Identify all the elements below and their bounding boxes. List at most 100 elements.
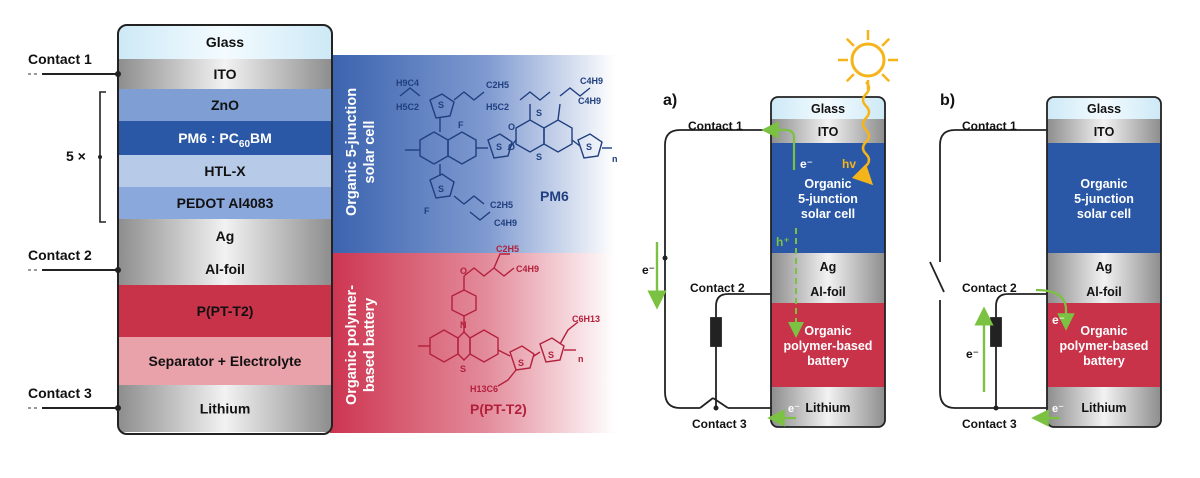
svg-text:S: S: [536, 108, 542, 118]
left-layer-3: [118, 121, 332, 155]
left-layer-9: [118, 337, 332, 385]
panelA-layer-2: [771, 143, 885, 253]
sun-ray: [845, 73, 855, 83]
left-contact-2: Contact 2: [28, 247, 121, 273]
pm6-name: PM6: [540, 188, 569, 204]
solar-label-line2: solar cell: [362, 121, 378, 184]
ppt-labels: C2H5 C4H9 O N S S S C6H13 H13C6 n: [460, 244, 600, 394]
solar-label-line1: Organic 5-junction: [344, 88, 360, 216]
panelB-label-7: Organic: [1080, 324, 1127, 338]
panel-a-tag: a): [663, 92, 677, 109]
svg-text:C4H9: C4H9: [580, 76, 603, 86]
left-layer-8: [118, 285, 332, 337]
panelB-layer-6: [1047, 387, 1161, 427]
panel-a-hole-label: h⁺: [776, 235, 790, 249]
photon-wave: [851, 81, 874, 186]
panelB-label-8: polymer-based: [1060, 339, 1149, 353]
left-contact-1: Contact 1: [28, 51, 121, 77]
svg-text:C2H5: C2H5: [490, 200, 513, 210]
svg-text:O: O: [508, 142, 515, 152]
battery-band: [330, 253, 615, 433]
panel-b-lithium-electron: e⁻: [1052, 403, 1064, 415]
sun-ray: [881, 37, 891, 47]
left-layer-10: [118, 385, 332, 432]
left-layer-label-1: ITO: [213, 66, 236, 82]
panel-a-node2: [713, 405, 719, 411]
panel-b-stack: [1047, 97, 1161, 427]
contact-1-label: Contact 1: [28, 51, 92, 67]
svg-text:C2H5: C2H5: [486, 80, 509, 90]
left-layer-label-8: P(PT-T2): [197, 303, 254, 319]
repeat-label: 5 ×: [66, 148, 86, 164]
left-layer-2: [118, 89, 332, 121]
panelA-label-7: Organic: [804, 324, 851, 338]
panel-a-node: [662, 255, 668, 261]
panel-b-circuit: [929, 129, 1047, 409]
left-layer-label-5: PEDOT Al4083: [177, 195, 274, 211]
panel-b-arrows: e⁻ e⁻ e⁻: [966, 288, 1075, 427]
svg-text:S: S: [548, 350, 554, 360]
panelA-label-1: ITO: [818, 125, 839, 139]
svg-text:O: O: [508, 122, 515, 132]
panelA-label-4: solar cell: [801, 207, 855, 221]
sun-ray: [845, 37, 855, 47]
panel-b-contact-3: Contact 3: [962, 417, 1017, 431]
panelA-layer-6: [771, 387, 885, 427]
photon-label: hv: [842, 157, 856, 171]
left-layer-label-3: PM6 : PC60BM: [178, 130, 272, 150]
pm6-labels: H9C4 H5C2 C2H5 H5C2 C4H9 C4H9 C2H5 C4H9 …: [396, 76, 618, 228]
svg-text:C4H9: C4H9: [516, 264, 539, 274]
left-stack-frame: [117, 24, 333, 435]
panelA-label-8: polymer-based: [784, 339, 873, 353]
ppt-name: P(PT-T2): [470, 401, 527, 417]
panel-b-tag: b): [940, 92, 955, 109]
svg-text:H13C6: H13C6: [470, 384, 498, 394]
bracket-dot: [98, 155, 102, 159]
panelA-label-9: battery: [807, 354, 849, 368]
svg-text:S: S: [438, 184, 444, 194]
panel-b-frame: [1046, 96, 1162, 428]
left-layer-label-4: HTL-X: [204, 163, 246, 179]
panelB-label-3: 5-junction: [1074, 192, 1134, 206]
contact-2-label: Contact 2: [28, 247, 92, 263]
panel-b-alfoil-electron: e⁻: [1052, 313, 1065, 327]
panelA-layer-4: [771, 279, 885, 303]
svg-text:N: N: [460, 320, 467, 330]
svg-text:H5C2: H5C2: [396, 102, 419, 112]
panel-b-contact-2: Contact 2: [962, 281, 1017, 295]
panel-a-contact-3: Contact 3: [692, 417, 747, 431]
left-layer-label-7: Al-foil: [205, 261, 245, 277]
sun-ray: [881, 73, 891, 83]
panelA-label-3: 5-junction: [798, 192, 858, 206]
contact-3-label: Contact 3: [28, 385, 92, 401]
svg-text:H5C2: H5C2: [486, 102, 509, 112]
left-layer-label-10: Lithium: [200, 401, 251, 417]
left-layer-4: [118, 155, 332, 187]
svg-text:S: S: [496, 142, 502, 152]
panelB-label-4: solar cell: [1077, 207, 1131, 221]
panelB-layer-3: [1047, 253, 1161, 279]
battery-label-line2: based battery: [362, 298, 378, 392]
svg-text:C4H9: C4H9: [494, 218, 517, 228]
left-layer-label-0: Glass: [206, 34, 244, 50]
panelA-label-6: Al-foil: [810, 285, 845, 299]
panel-a-contact-2: Contact 2: [690, 281, 745, 295]
panel-a-lithium-electron: e⁻: [788, 403, 800, 415]
panel-b-contact-1: Contact 1: [962, 119, 1017, 133]
panelB-layer-4: [1047, 279, 1161, 303]
svg-text:C6H13: C6H13: [572, 314, 600, 324]
svg-text:C4H9: C4H9: [578, 96, 601, 106]
svg-text:S: S: [536, 152, 542, 162]
svg-text:O: O: [460, 266, 467, 276]
panel-a-frame: [770, 96, 886, 428]
panelB-layer-2: [1047, 143, 1161, 253]
svg-text:C2H5: C2H5: [496, 244, 519, 254]
svg-text:n: n: [612, 154, 618, 164]
panelA-layer-5: [771, 303, 885, 387]
svg-text:F: F: [424, 206, 430, 216]
left-contact-3: Contact 3: [28, 385, 121, 411]
ppt-structure: [418, 253, 579, 387]
